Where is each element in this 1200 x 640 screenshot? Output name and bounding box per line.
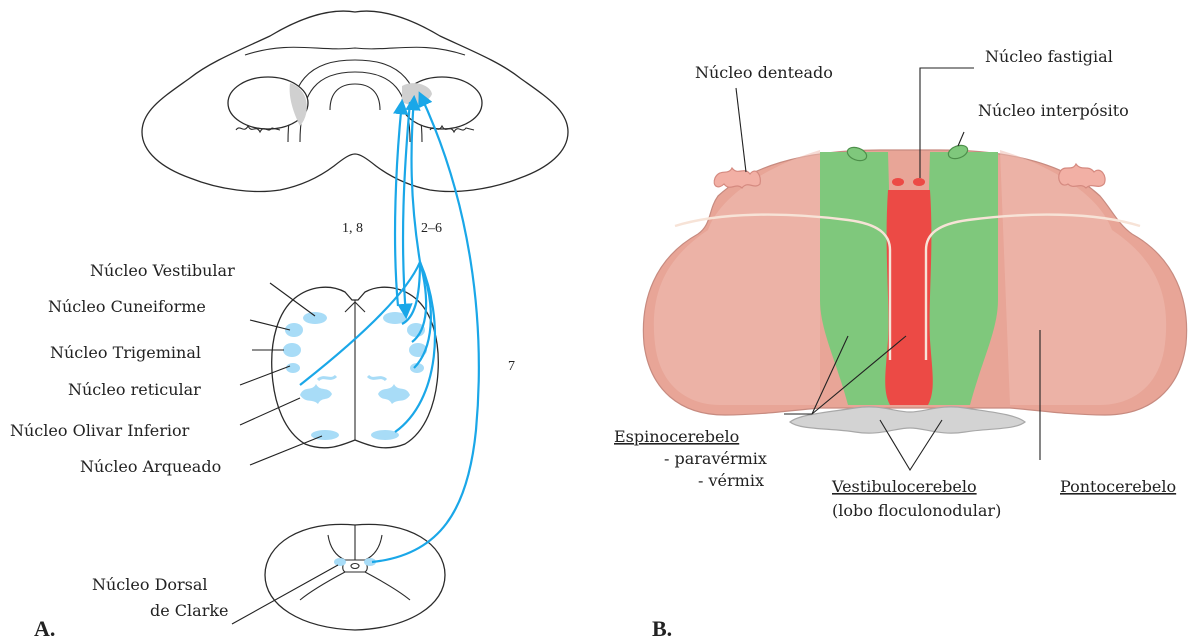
label-arcuate-nucleus: Núcleo Arqueado: [80, 457, 221, 476]
cerebellum-outline-drawing: [142, 11, 568, 191]
label-reticular-nucleus: Núcleo reticular: [68, 380, 201, 399]
label-dentate-nucleus: Núcleo denteado: [695, 63, 833, 82]
pathway-label-2-6: 2–6: [421, 221, 442, 236]
pathway-label-1-8: 1, 8: [342, 221, 363, 236]
trigeminal-nucleus-left: [283, 343, 301, 357]
label-interposed-nucleus: Núcleo interpósito: [978, 101, 1129, 120]
leader-interposed: [958, 132, 964, 146]
fastigial-nucleus-right: [913, 178, 925, 186]
label-paravermis: - paravérmix: [664, 449, 767, 468]
label-vestibulocerebelo: Vestibulocerebelo: [831, 477, 977, 496]
dentate-nucleus-left: [714, 168, 760, 188]
cerebellum-outline: [142, 11, 568, 191]
label-vermis: - vérmix: [698, 471, 764, 490]
label-fastigial-nucleus: Núcleo fastigial: [985, 47, 1113, 66]
leader-arcuate: [250, 436, 322, 465]
leader-dentate: [736, 88, 746, 172]
label-clarke-line-2: de Clarke: [150, 601, 229, 620]
dentate-nucleus-right: [1059, 164, 1105, 188]
reticular-nucleus-left: [286, 363, 300, 373]
pathway-label-7: 7: [508, 359, 515, 374]
vestibular-nucleus-left: [303, 312, 327, 324]
label-inferior-olivary-nucleus: Núcleo Olivar Inferior: [10, 421, 190, 440]
label-vestibulocerebelo-sub: (lobo floculonodular): [832, 501, 1001, 520]
spinal-cord-section: [265, 524, 445, 630]
label-espinocerebelo: Espinocerebelo: [614, 427, 739, 446]
cuneate-nucleus-left: [285, 323, 303, 337]
fastigial-nucleus-left: [892, 178, 904, 186]
panel-a: 1, 8 2–6 7 Núcleo Vestibular Núcleo Cune…: [10, 11, 568, 640]
label-cuneiform-nucleus: Núcleo Cuneiforme: [48, 297, 206, 316]
panel-b: Núcleo denteado Núcleo fastigial Núcleo …: [614, 47, 1187, 640]
label-clarke-line-1: Núcleo Dorsal: [92, 575, 208, 594]
label-vestibular-nucleus: Núcleo Vestibular: [90, 261, 235, 280]
clarke-nucleus-left: [334, 558, 346, 566]
vestibulocerebelo-lobe: [790, 407, 1025, 433]
label-trigeminal-nucleus: Núcleo Trigeminal: [50, 343, 201, 362]
panel-b-label: B.: [652, 616, 672, 640]
label-pontocerebelo: Pontocerebelo: [1060, 477, 1176, 496]
panel-a-label: A.: [34, 616, 55, 640]
